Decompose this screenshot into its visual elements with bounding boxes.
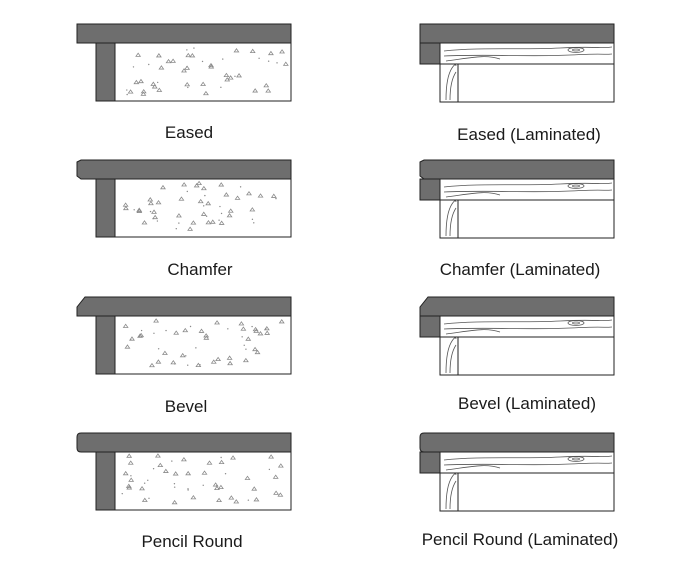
countertop-slab (76, 296, 292, 317)
edge-profile-chamfer-laminated (419, 159, 615, 239)
wood-leg (439, 63, 459, 103)
wood-laminate-strip (439, 42, 615, 65)
cabinet-box (114, 178, 292, 238)
countertop-slab (419, 432, 615, 453)
wood-laminate-strip (439, 178, 615, 201)
countertop-slab (76, 159, 292, 180)
label-pencil-round: Pencil Round (141, 532, 243, 551)
countertop-slab (76, 432, 292, 453)
wood-grain (443, 46, 613, 101)
label-chamfer-laminated: Chamfer (Laminated) (439, 260, 601, 279)
apron-leg (95, 315, 116, 375)
edge-profile-pencil-round (76, 432, 292, 511)
edge-profile-eased (76, 23, 292, 102)
apron-leg (419, 451, 441, 474)
countertop-slab (419, 159, 615, 180)
countertop-slab (419, 23, 615, 44)
edge-profile-bevel-laminated (419, 296, 615, 376)
label-chamfer: Chamfer (167, 260, 233, 279)
speckle-texture (126, 47, 289, 96)
wood-laminate-strip (439, 451, 615, 474)
speckle-texture (122, 180, 277, 231)
wood-leg (439, 472, 459, 512)
cabinet-box (457, 199, 615, 239)
edge-profile-pencil-round-laminated (419, 432, 615, 512)
cabinet-box (457, 472, 615, 512)
countertop-slab (76, 23, 292, 44)
cabinet-box (457, 336, 615, 376)
apron-leg (419, 42, 441, 65)
cabinet-box (114, 451, 292, 511)
speckle-texture (122, 318, 285, 368)
apron-leg (95, 178, 116, 238)
label-bevel-laminated: Bevel (Laminated) (458, 394, 596, 413)
edge-profile-eased-laminated (419, 23, 615, 103)
cabinet-box (457, 63, 615, 103)
label-bevel: Bevel (164, 397, 208, 416)
edge-profile-bevel (76, 296, 292, 375)
wood-grain (443, 182, 613, 237)
wood-laminate-strip (439, 315, 615, 338)
countertop-slab (419, 296, 615, 317)
wood-grain (443, 455, 613, 510)
apron-leg (419, 178, 441, 201)
wood-grain (443, 319, 613, 374)
label-eased: Eased (164, 123, 214, 142)
label-pencil-round-laminated: Pencil Round (Laminated) (421, 530, 619, 549)
wood-leg (439, 336, 459, 376)
label-eased-laminated: Eased (Laminated) (457, 125, 601, 144)
cabinet-box (114, 315, 292, 375)
apron-leg (95, 451, 116, 511)
speckle-texture (121, 453, 284, 505)
cabinet-box (114, 42, 292, 102)
apron-leg (95, 42, 116, 102)
edge-profile-chamfer (76, 159, 292, 238)
apron-leg (419, 315, 441, 338)
wood-leg (439, 199, 459, 239)
